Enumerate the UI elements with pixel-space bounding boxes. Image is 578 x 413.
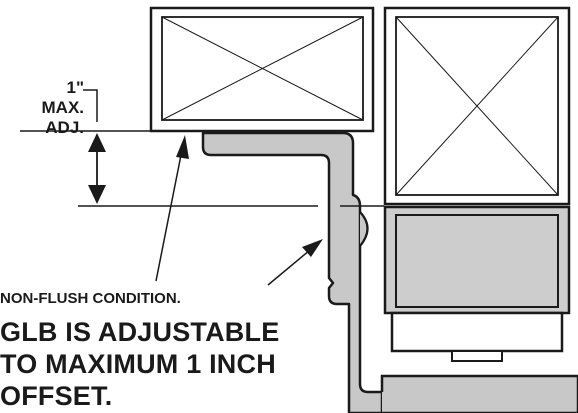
lower-support-box <box>383 205 571 362</box>
callout-line-2: TO MAXIMUM 1 INCH <box>0 349 276 379</box>
dimension-max-label: MAX. <box>41 98 85 117</box>
reference-lines <box>20 130 384 207</box>
callout-line-3: OFFSET. <box>0 381 113 411</box>
condition-note: NON-FLUSH CONDITION. <box>0 290 181 307</box>
glb-hanger-bracket <box>201 131 578 413</box>
dimension-adj-label: ADJ. <box>45 118 84 137</box>
dimension-leader <box>83 89 98 122</box>
bracket-leader <box>267 239 323 286</box>
left-beam-section <box>149 6 375 133</box>
note-leader <box>155 135 189 282</box>
dimension-value: 1" <box>66 78 84 97</box>
callout-line-1: GLB IS ADJUSTABLE <box>0 317 280 347</box>
right-beam-section <box>383 6 571 206</box>
dimension-arrow <box>88 133 106 204</box>
